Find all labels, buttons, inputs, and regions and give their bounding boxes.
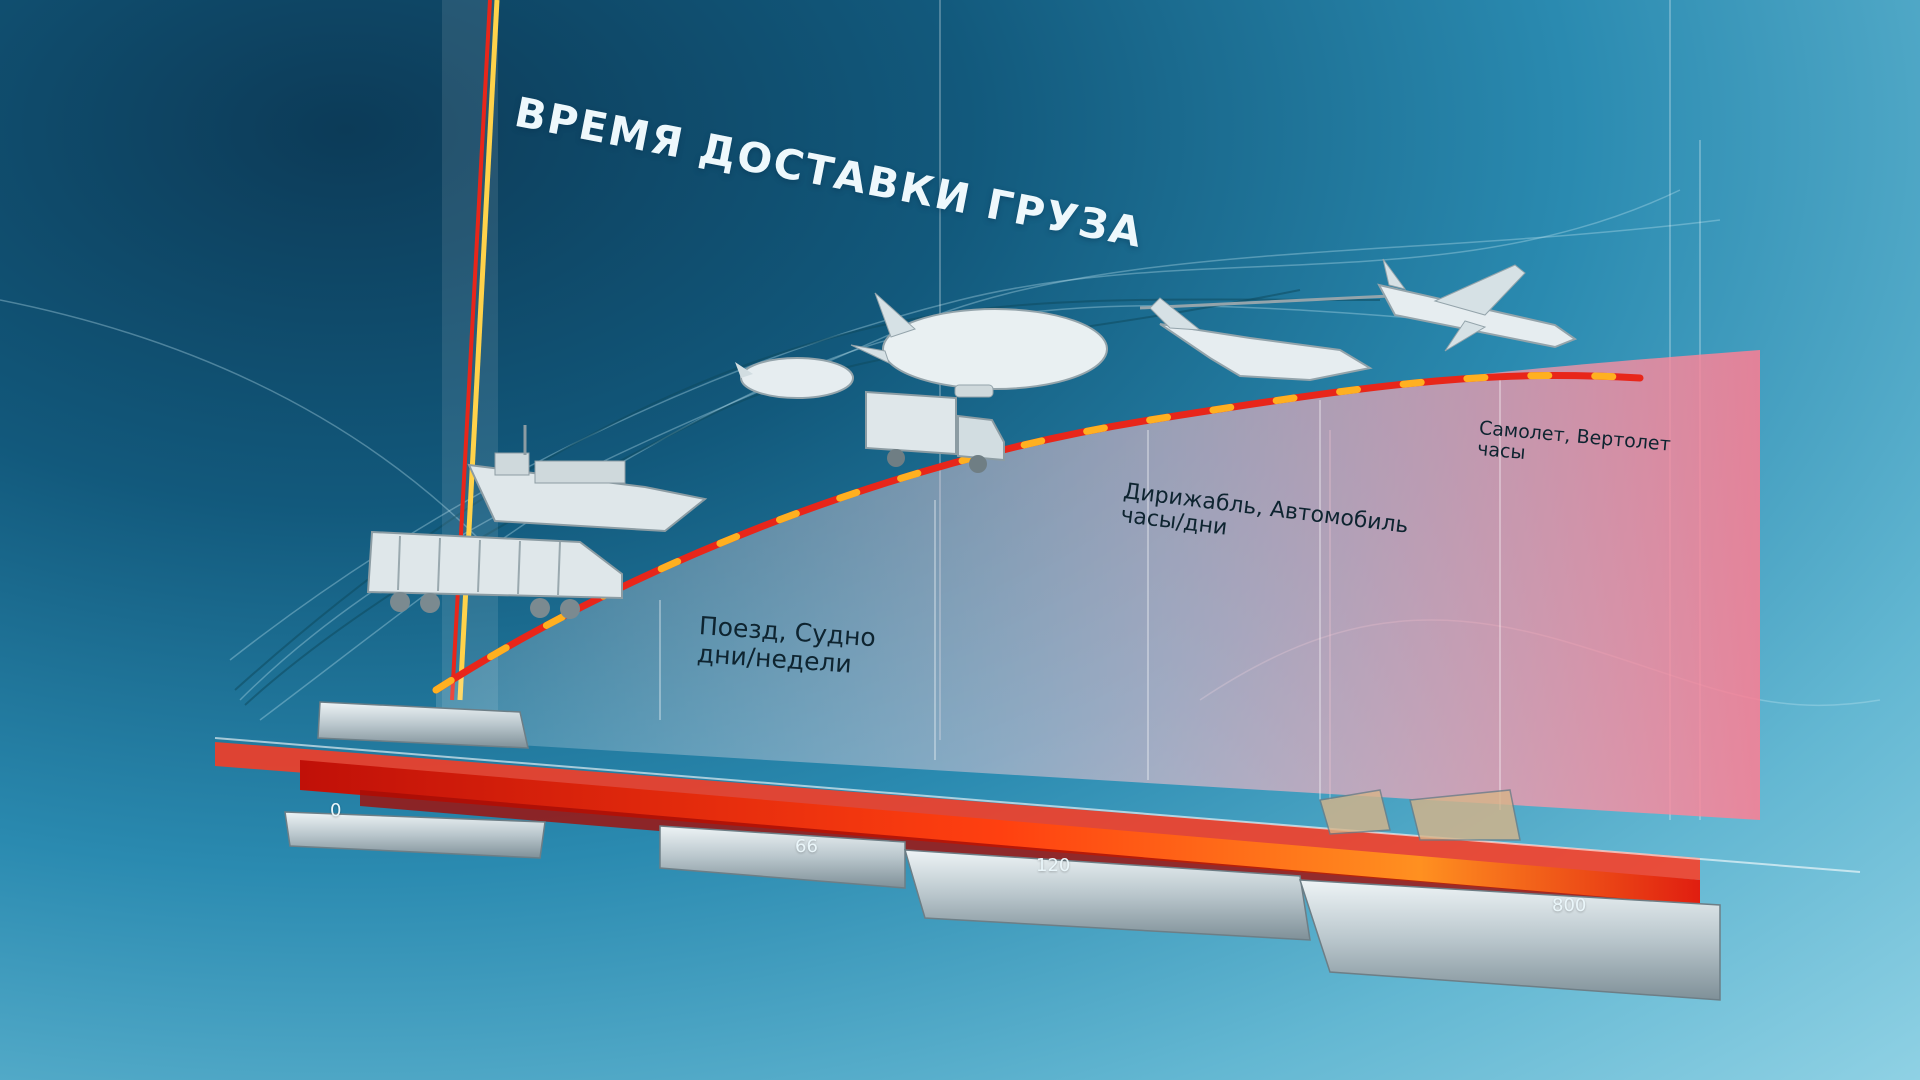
chart-area xyxy=(436,350,1760,820)
delivery-curve xyxy=(432,371,1644,694)
train-icon xyxy=(366,530,623,619)
helicopter-icon xyxy=(1140,294,1391,382)
small-airship-icon xyxy=(735,357,854,399)
x-tick-label: 66 xyxy=(795,836,818,857)
x-tick-label: 800 xyxy=(1552,895,1587,916)
metal-tabs xyxy=(284,701,1721,1001)
airship-icon xyxy=(850,292,1108,398)
area-gridlines xyxy=(659,380,1501,810)
x-tick-label: 120 xyxy=(1036,855,1071,876)
airplane-icon xyxy=(1377,258,1578,352)
truck-icon xyxy=(865,390,1005,473)
vertical-axis-bar xyxy=(442,0,500,720)
x-tick-label: 0 xyxy=(330,800,342,821)
ship-icon xyxy=(467,425,708,533)
